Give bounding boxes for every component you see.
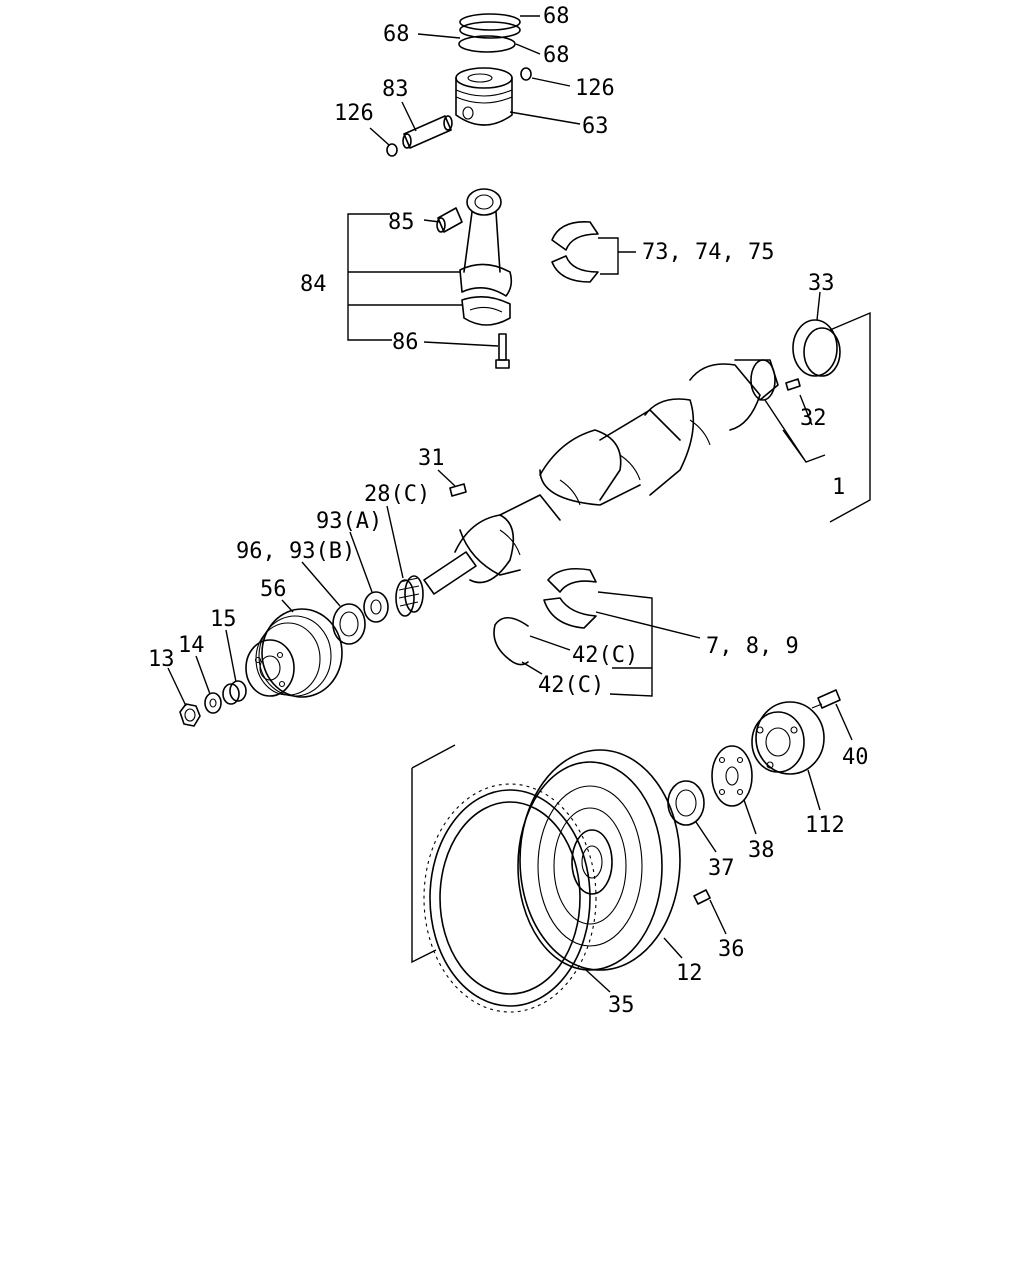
rod-bolt-part[interactable]: [495, 333, 510, 369]
crankshaft-part[interactable]: [423, 359, 779, 595]
label-63[interactable]: 63: [582, 114, 609, 139]
label-126-right[interactable]: 126: [575, 76, 615, 101]
bushing-part[interactable]: [436, 207, 463, 233]
label-93a[interactable]: 93(A): [316, 509, 382, 534]
collar-part[interactable]: [222, 680, 247, 705]
label-42c-lower[interactable]: 42(C): [538, 673, 604, 698]
label-31[interactable]: 31: [418, 446, 445, 471]
bracket-789: [597, 591, 653, 697]
label-112[interactable]: 112: [805, 813, 845, 838]
bracket-84-branches: [348, 271, 462, 306]
lock-washer-part[interactable]: [204, 692, 222, 714]
label-42c-upper[interactable]: 42(C): [572, 643, 638, 668]
label-1[interactable]: 1: [832, 475, 845, 500]
main-bearing-part[interactable]: [543, 567, 597, 629]
washer-part[interactable]: [363, 591, 389, 623]
label-35[interactable]: 35: [608, 993, 635, 1018]
label-15[interactable]: 15: [210, 607, 237, 632]
part-labels: 68 68 68 126 126 83 63 85 84 86 73, 74, …: [148, 4, 869, 1018]
label-12[interactable]: 12: [676, 961, 703, 986]
oil-seal-part[interactable]: [792, 319, 841, 377]
key-part[interactable]: [449, 378, 801, 497]
label-68-left[interactable]: 68: [383, 22, 410, 47]
pulley-part[interactable]: [245, 608, 343, 698]
label-96-93b[interactable]: 96, 93(B): [236, 539, 355, 564]
snap-ring-part[interactable]: [386, 67, 532, 157]
label-86[interactable]: 86: [392, 330, 419, 355]
rod-bearing-part[interactable]: [551, 221, 599, 283]
bracket-flywheel: [411, 744, 456, 964]
flywheel-part[interactable]: [517, 749, 681, 971]
piston-part[interactable]: [455, 67, 513, 126]
adapter-part[interactable]: [751, 701, 825, 775]
connecting-rod-part[interactable]: [459, 188, 513, 326]
nut-part[interactable]: [179, 703, 201, 727]
dowel-pin-part[interactable]: [693, 889, 711, 905]
label-33[interactable]: 33: [808, 271, 835, 296]
label-83[interactable]: 83: [382, 77, 409, 102]
label-84[interactable]: 84: [300, 272, 327, 297]
leader-lines: [167, 15, 853, 993]
label-28c[interactable]: 28(C): [364, 482, 430, 507]
label-37[interactable]: 37: [708, 856, 735, 881]
label-68-top[interactable]: 68: [543, 4, 570, 29]
thrust-washer-part[interactable]: [493, 616, 529, 666]
label-38[interactable]: 38: [748, 838, 775, 863]
flywheel-bolt-part[interactable]: [811, 689, 841, 709]
bracket-1: [829, 311, 871, 523]
label-56[interactable]: 56: [260, 577, 287, 602]
front-seal-part[interactable]: [332, 603, 366, 645]
label-13[interactable]: 13: [148, 647, 175, 672]
gear-part[interactable]: [395, 575, 424, 617]
piston-ring-part[interactable]: [458, 13, 521, 53]
label-14[interactable]: 14: [178, 633, 205, 658]
label-7-8-9[interactable]: 7, 8, 9: [706, 634, 799, 659]
ring-gear-part[interactable]: [423, 783, 597, 1013]
label-68-right[interactable]: 68: [543, 43, 570, 68]
label-40[interactable]: 40: [842, 745, 869, 770]
piston-pin-part[interactable]: [402, 115, 453, 149]
label-36[interactable]: 36: [718, 937, 745, 962]
plate-part[interactable]: [711, 745, 753, 807]
bracket-84: [347, 213, 392, 341]
label-73-74-75[interactable]: 73, 74, 75: [642, 240, 774, 265]
label-126-left[interactable]: 126: [334, 101, 374, 126]
label-32[interactable]: 32: [800, 406, 827, 431]
label-85[interactable]: 85: [388, 210, 415, 235]
